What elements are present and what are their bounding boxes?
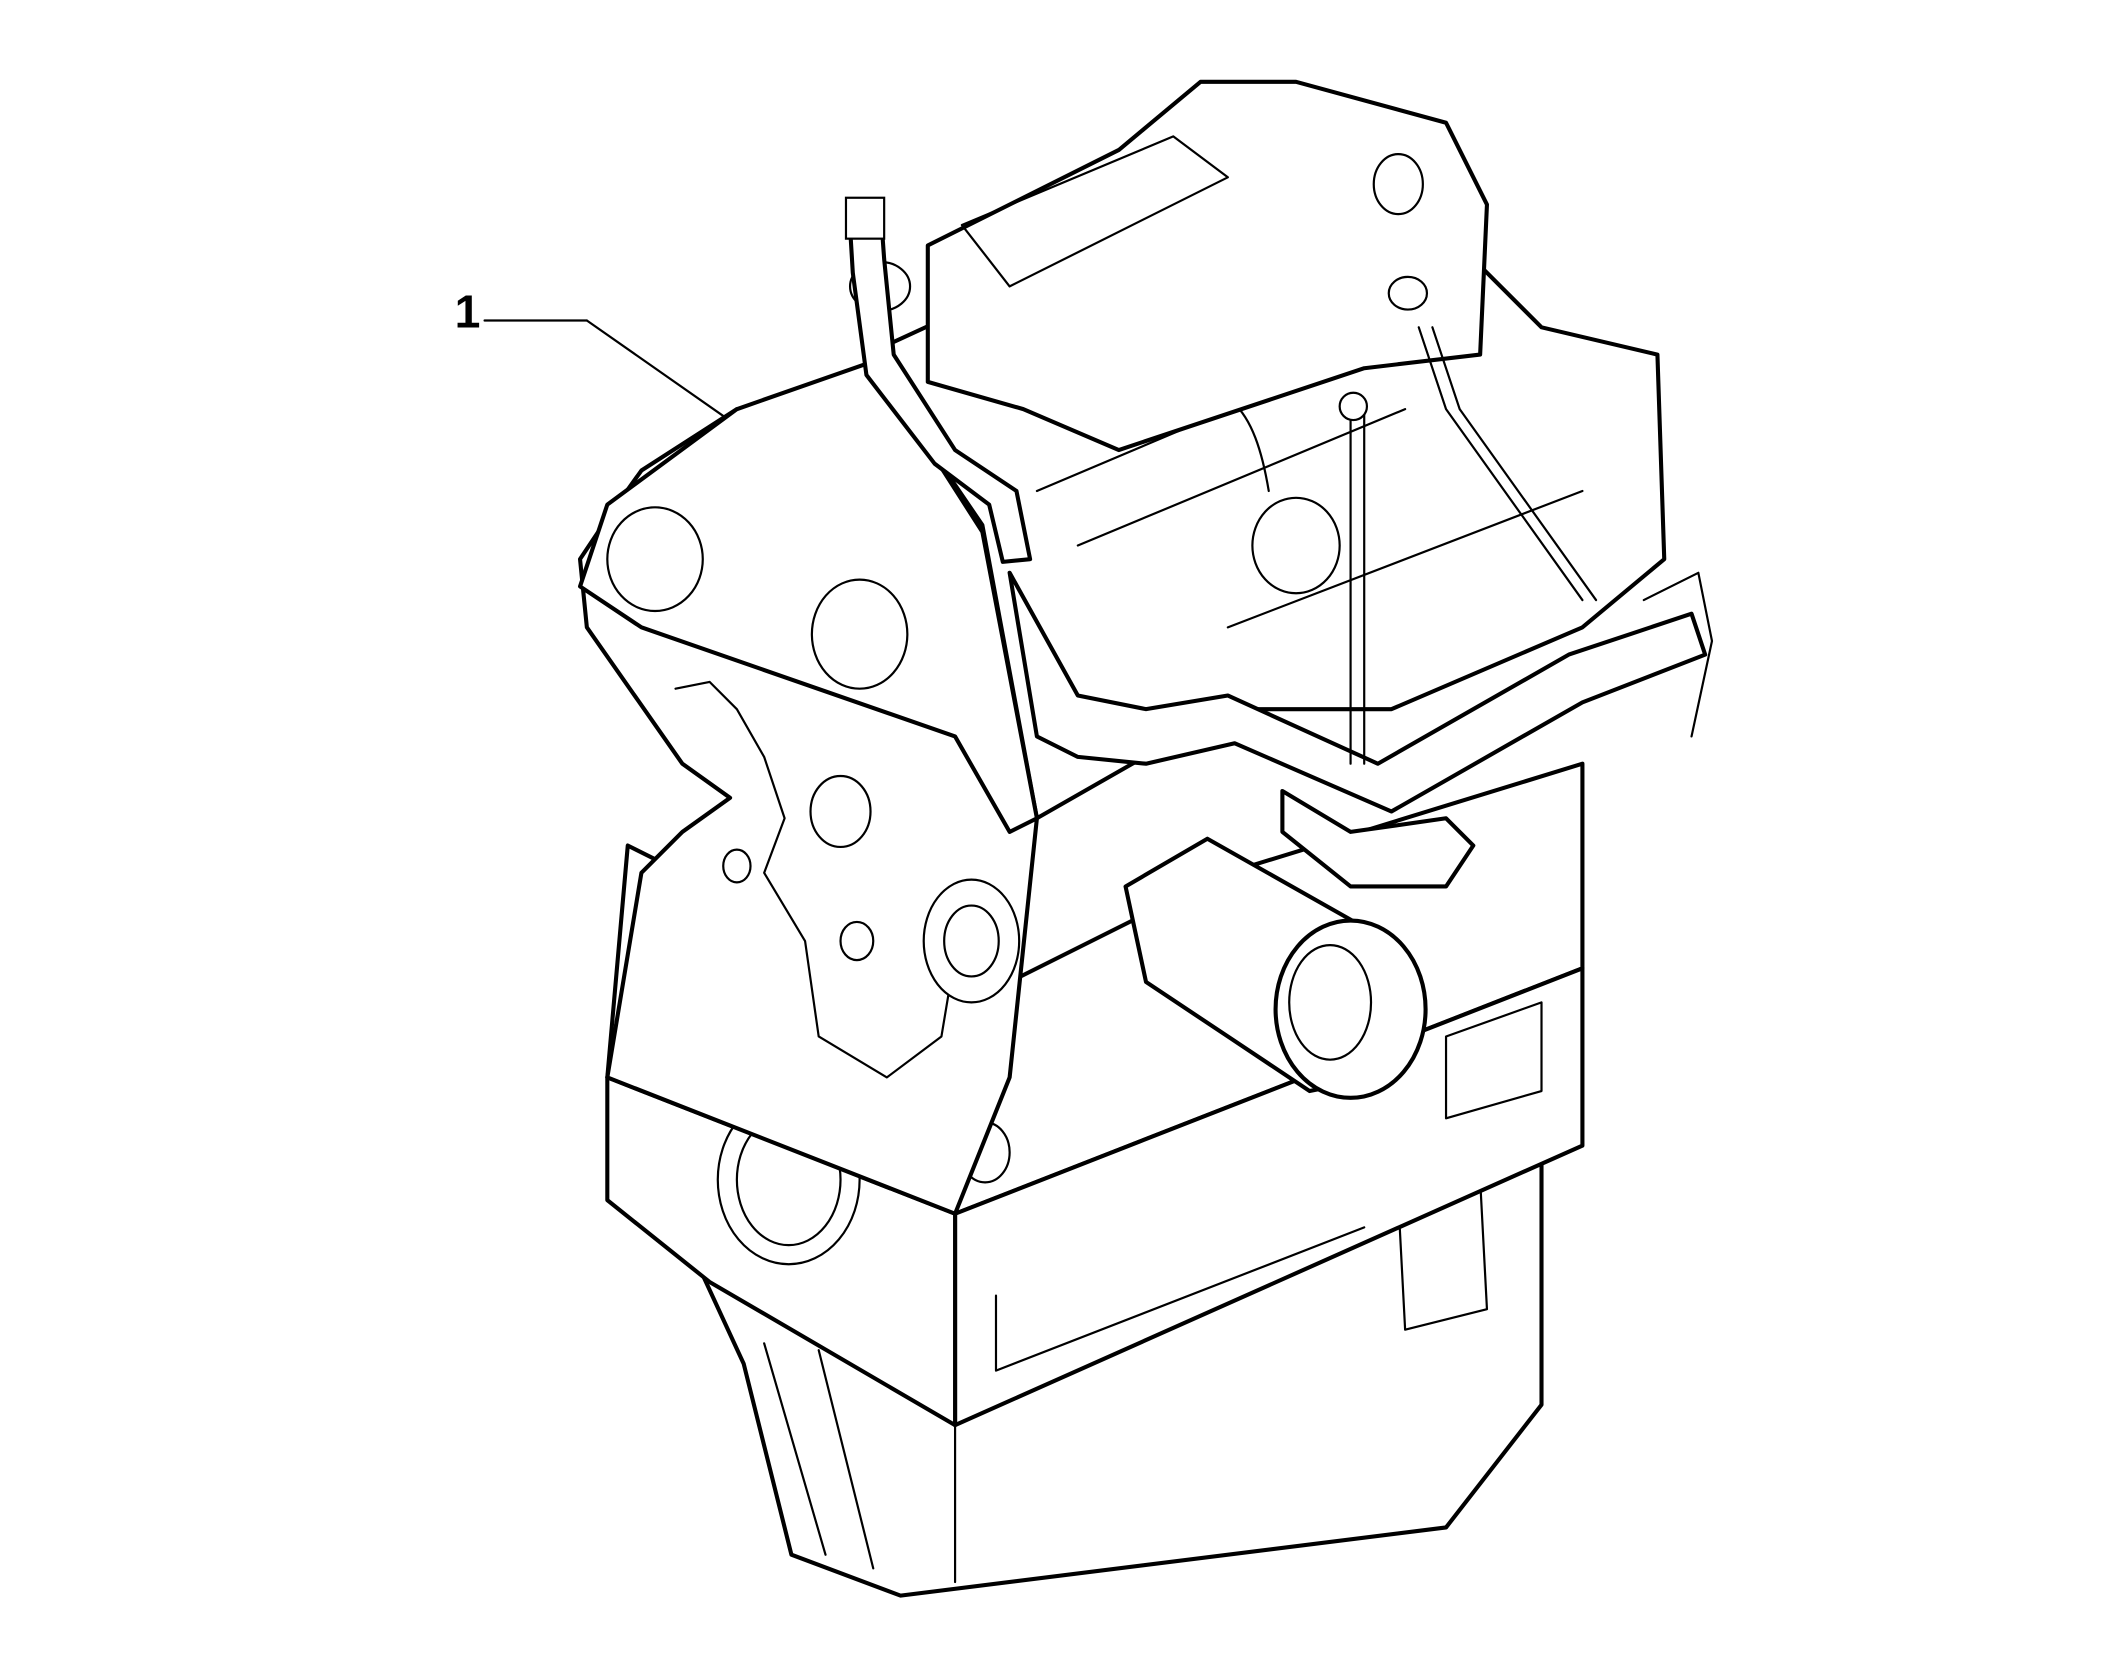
dipstick — [1251, 326, 1598, 765]
callout-number: 1 — [455, 285, 481, 337]
breather-pipe — [844, 196, 1033, 564]
coolant-hose — [1007, 570, 1714, 889]
oil-filter — [1123, 836, 1428, 1100]
leader-line — [585, 319, 725, 418]
callout-1: 1 — [455, 285, 725, 418]
